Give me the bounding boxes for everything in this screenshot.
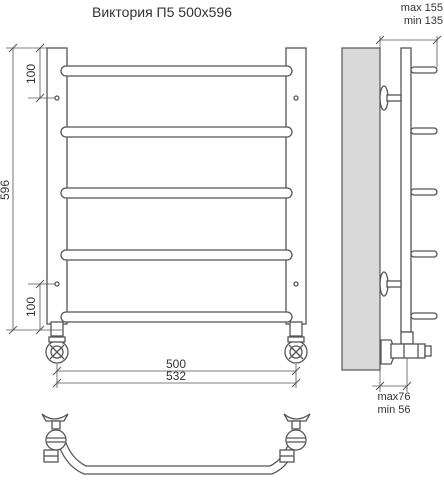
front-view (45, 47, 308, 364)
dim-rail-spacing-top: 100 (24, 64, 38, 84)
side-view (341, 35, 442, 392)
dim-axis-width: 500 (166, 357, 186, 371)
right-valve (284, 336, 308, 364)
right-outlet-stem (289, 321, 303, 337)
left-valve (45, 336, 69, 364)
top-right-valve (279, 413, 311, 463)
side-post (400, 47, 412, 333)
dim-rail-spacing-bottom: 100 (24, 297, 38, 317)
dim-outlet-min: min 56 (377, 404, 410, 416)
side-valve (380, 331, 432, 365)
dim-total-height: 596 (0, 180, 12, 200)
mount-hole-top-right (293, 95, 299, 101)
wall-bracket-bottom (379, 271, 402, 297)
rail-ends (410, 66, 438, 320)
top-left-valve (41, 413, 69, 463)
horizontal-dimensions (52, 364, 301, 388)
wall-bracket-top (379, 85, 402, 111)
dim-overall-width: 532 (166, 369, 186, 383)
vertical-dimensions (6, 43, 62, 335)
dim-outlet-max: max76 (377, 391, 410, 403)
dim-depth-max: max 155 (401, 2, 443, 14)
left-outlet-stem (50, 321, 64, 337)
drawing-title: Виктория П5 500х596 (92, 4, 232, 20)
rail-3 (60, 187, 293, 199)
rail-2 (60, 126, 293, 138)
rail-4 (60, 249, 293, 261)
dim-depth-min: min 135 (404, 15, 443, 27)
mount-hole-bottom-right (293, 281, 299, 287)
rail-1 (60, 65, 293, 77)
wall (341, 47, 381, 371)
rail-5 (60, 311, 293, 323)
top-view (41, 413, 311, 475)
